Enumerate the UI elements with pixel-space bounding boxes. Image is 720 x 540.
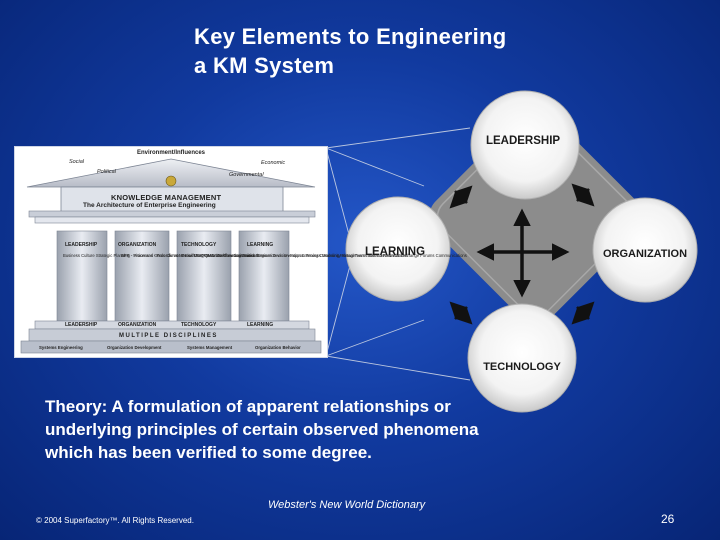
slide-title: Key Elements to Engineering a KM System <box>194 22 614 80</box>
title-line-2: a KM System <box>194 53 335 78</box>
discipline-organization-development: Organization Development <box>107 345 162 350</box>
column-foot-leadership: LEADERSHIP <box>65 322 98 328</box>
column-items-learning: Intuition Innovation vs. Invention Learn… <box>241 253 467 258</box>
influence-economic: Economic <box>261 160 286 166</box>
node-label-technology: TECHNOLOGY <box>483 361 561 373</box>
node-label-learning: LEARNING <box>365 246 425 258</box>
multiple-disciplines-label: MULTIPLE DISCIPLINES <box>119 333 218 339</box>
influence-political: Political <box>97 169 116 175</box>
circle-learning <box>345 196 451 302</box>
arrow-top-left <box>449 185 473 209</box>
influence-social: Social <box>69 159 84 165</box>
theory-definition: Theory: A formulation of apparent relati… <box>45 397 479 462</box>
connector-line <box>325 257 353 357</box>
column-head-leadership: LEADERSHIP <box>65 242 98 248</box>
circle-organization <box>592 197 698 303</box>
column-head-organization: ORGANIZATION <box>118 242 157 248</box>
column-items-organization: BPR - Processes - Procedures Metrics MBO… <box>121 253 265 258</box>
column-foot-organization: ORGANIZATION <box>118 322 157 328</box>
node-label-leadership: LEADERSHIP <box>486 135 560 147</box>
arrow-bottom-left <box>449 301 473 325</box>
connector-line <box>325 147 353 247</box>
environment-title: Environment/Influences <box>137 150 206 156</box>
connector-line <box>325 319 425 357</box>
temple-drawing <box>20 158 322 354</box>
connector-lines <box>325 127 471 381</box>
circle-leadership <box>470 90 580 200</box>
copyright-notice: © 2004 Superfactory™. All Rights Reserve… <box>36 516 194 525</box>
title-line-1: Key Elements to Engineering <box>194 24 507 49</box>
column-head-learning: LEARNING <box>247 242 274 248</box>
node-label-organization: ORGANIZATION <box>603 248 687 260</box>
km-title: KNOWLEDGE MANAGEMENT <box>111 193 222 202</box>
column-foot-technology: TECHNOLOGY <box>181 322 217 328</box>
column-items-leadership: Business Culture Strategic Planning - Vi… <box>63 253 255 258</box>
influence-governmental: Governmental <box>229 172 264 178</box>
page-number: 26 <box>661 512 675 526</box>
discipline-systems-engineering: Systems Engineering <box>39 345 83 350</box>
column-foot-learning: LEARNING <box>247 322 274 328</box>
source-citation: Webster's New World Dictionary <box>268 499 426 511</box>
diagonal-arrows <box>449 183 595 325</box>
arrow-top-right <box>571 183 595 207</box>
km-architecture-temple: Environment/Influences Social Economic P… <box>14 146 467 358</box>
connector-line <box>325 127 471 149</box>
column-items-technology: E-mail OLAP Data Warehousing Search Engi… <box>181 253 408 258</box>
km-subtitle: The Architecture of Enterprise Engineeri… <box>83 202 216 209</box>
circle-technology <box>467 303 577 413</box>
arrow-bottom-right <box>571 301 595 325</box>
discipline-organization-behavior: Organization Behavior <box>255 345 301 350</box>
center-cross-arrows <box>476 208 570 298</box>
discipline-systems-management: Systems Management <box>187 345 233 350</box>
connector-line <box>325 147 425 187</box>
connector-line <box>325 355 471 381</box>
column-head-technology: TECHNOLOGY <box>181 242 217 248</box>
